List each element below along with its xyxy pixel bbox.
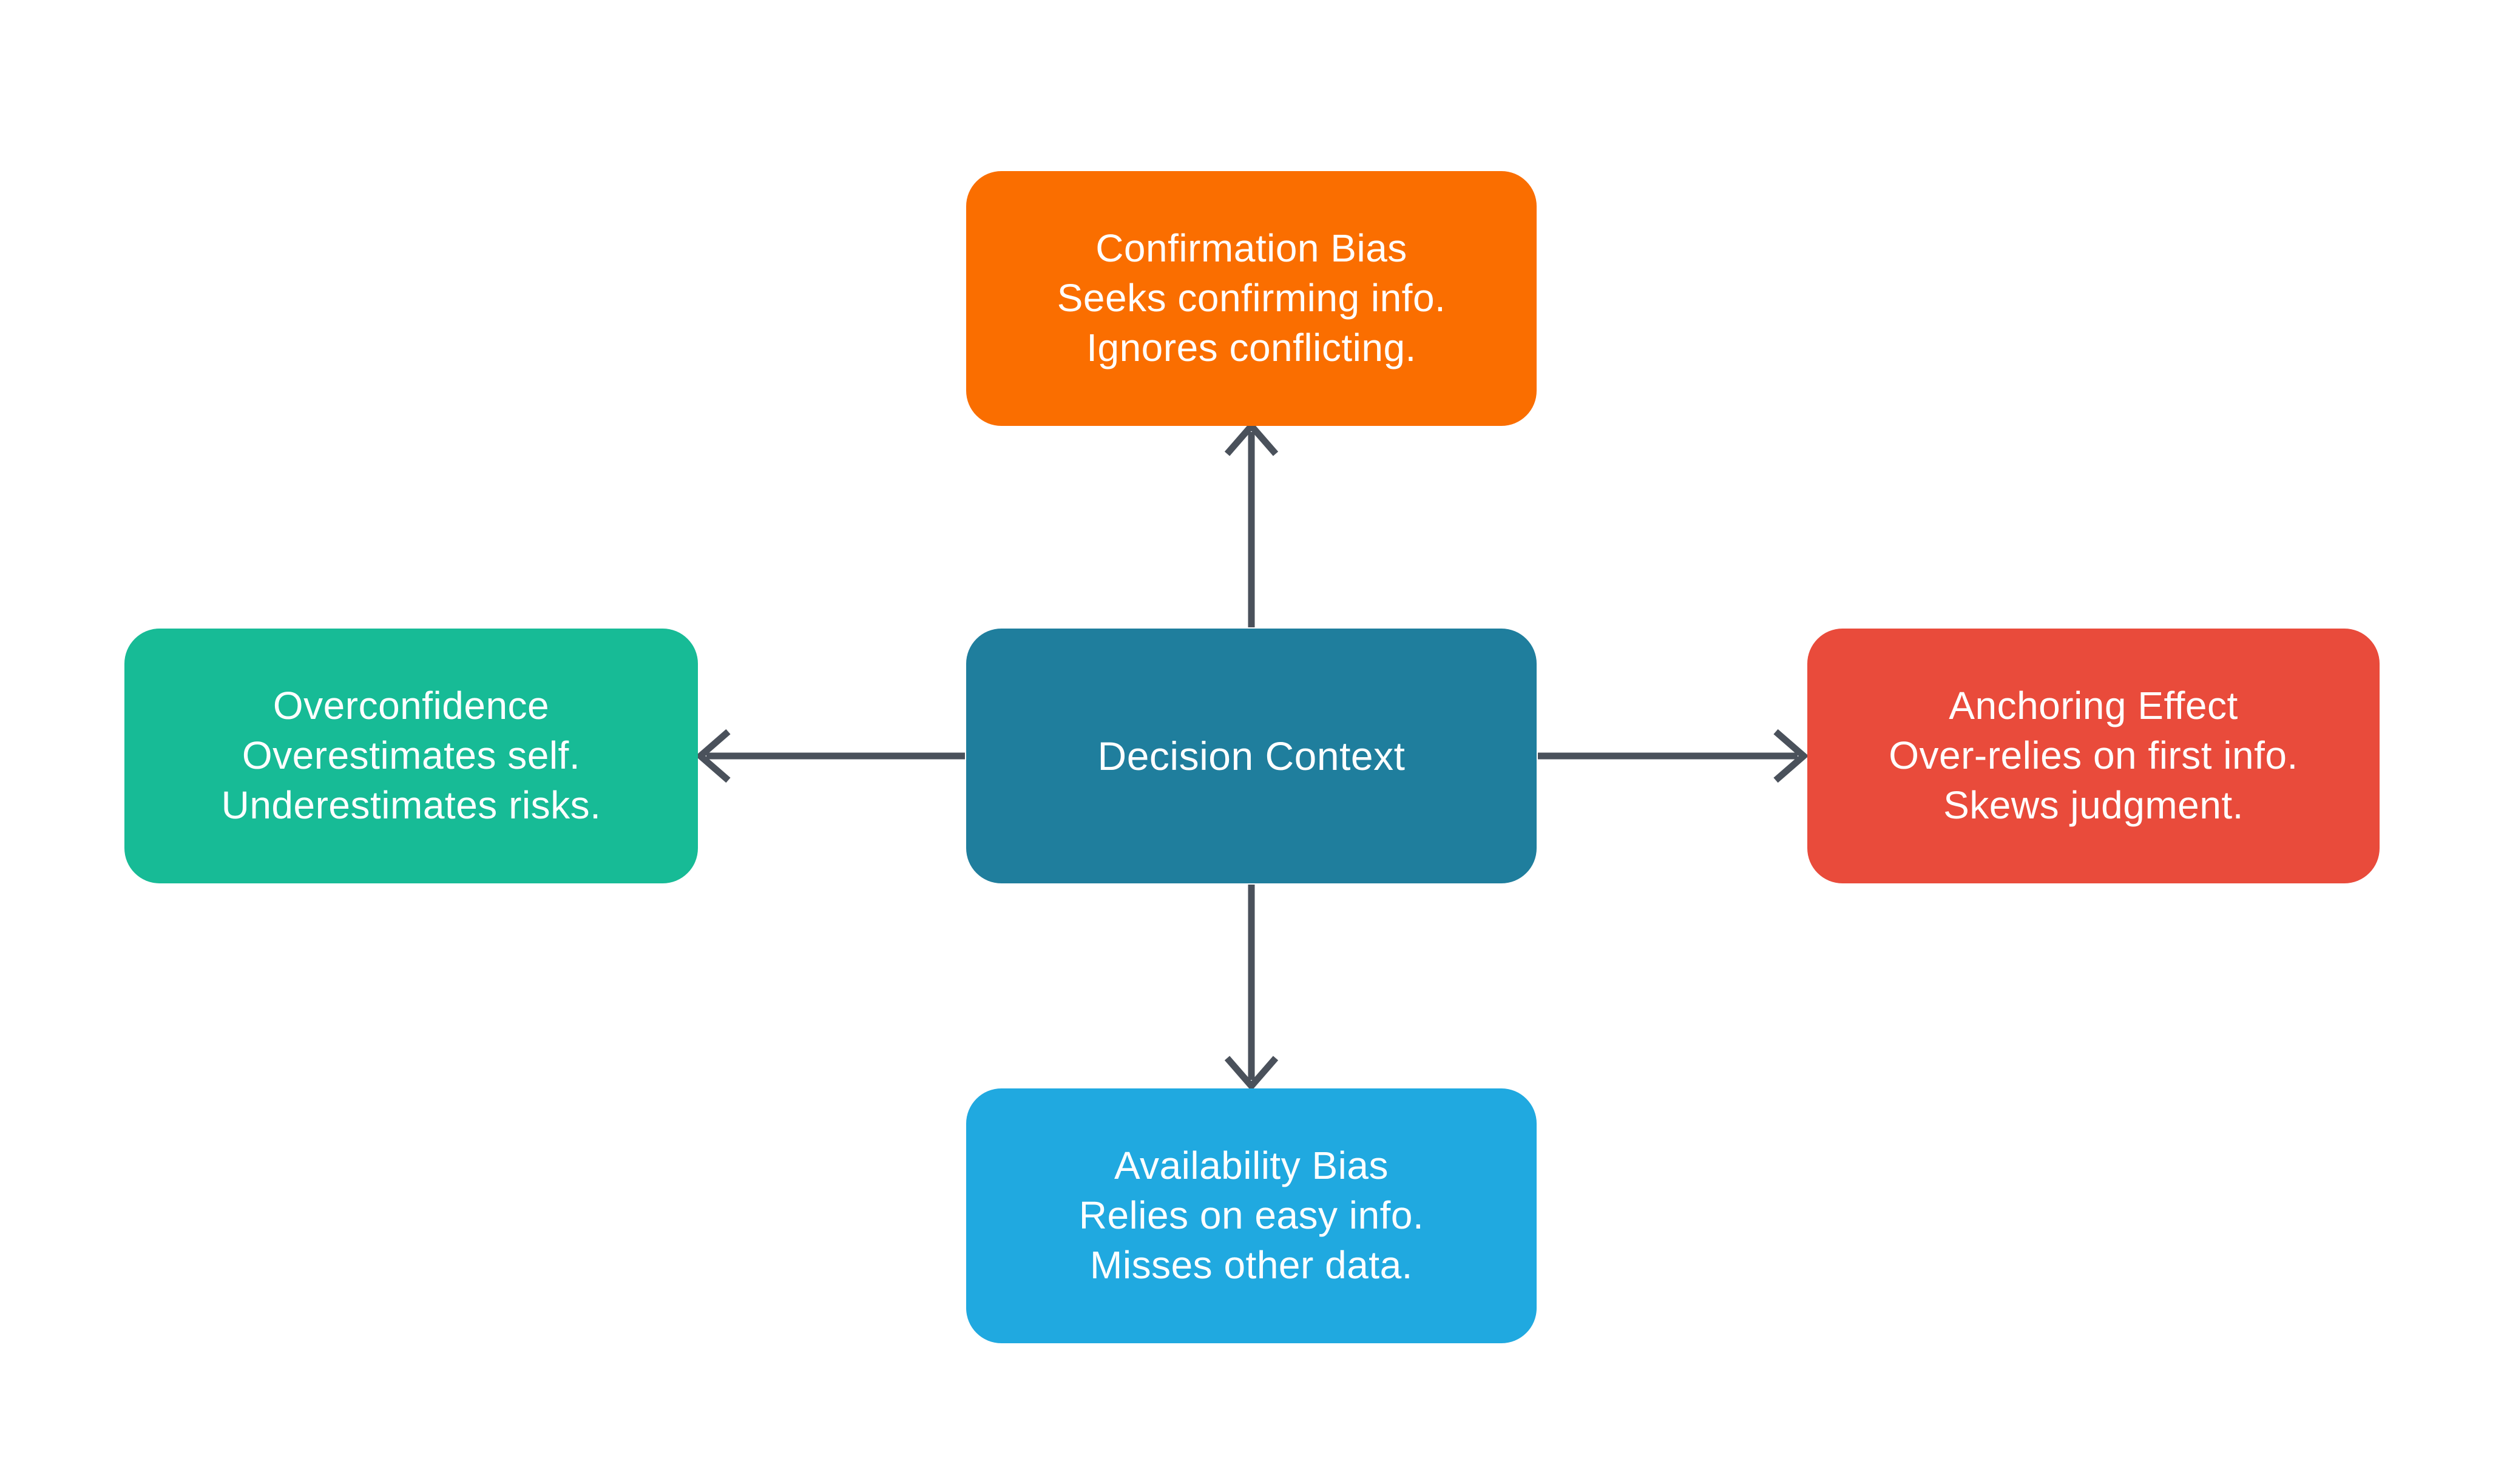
node-title: Confirmation Bias	[1095, 226, 1407, 271]
node-title: Anchoring Effect	[1949, 684, 2238, 728]
node-description-line: Ignores conflicting.	[1086, 325, 1416, 369]
arrow-center-to-right	[1538, 729, 1809, 783]
node-description-line: Underestimates risks.	[221, 783, 601, 827]
node-title: Availability Bias	[1114, 1144, 1389, 1188]
node-description-line: Overestimates self.	[242, 734, 581, 778]
node-confirmation-bias: Confirmation Bias Seeks confirming info.…	[966, 171, 1537, 426]
node-description-line: Seeks confirming info.	[1057, 276, 1446, 320]
node-availability-bias: Availability Bias Relies on easy info. M…	[966, 1088, 1537, 1343]
node-decision-context: Decision Context	[966, 629, 1537, 883]
arrow-center-to-left	[695, 729, 965, 783]
node-description-line: Misses other data.	[1090, 1243, 1413, 1287]
node-description-line: Skews judgment.	[1943, 783, 2244, 827]
node-overconfidence: Overconfidence Overestimates self. Under…	[124, 629, 698, 883]
node-title: Overconfidence	[272, 684, 550, 728]
node-anchoring-effect: Anchoring Effect Over-relies on first in…	[1807, 629, 2380, 883]
node-description-line: Over-relies on first info.	[1889, 734, 2298, 778]
node-title: Decision Context	[1097, 733, 1406, 778]
arrow-center-to-bottom	[1224, 885, 1279, 1091]
node-description-line: Relies on easy info.	[1078, 1193, 1424, 1238]
arrow-center-to-top	[1224, 420, 1279, 627]
